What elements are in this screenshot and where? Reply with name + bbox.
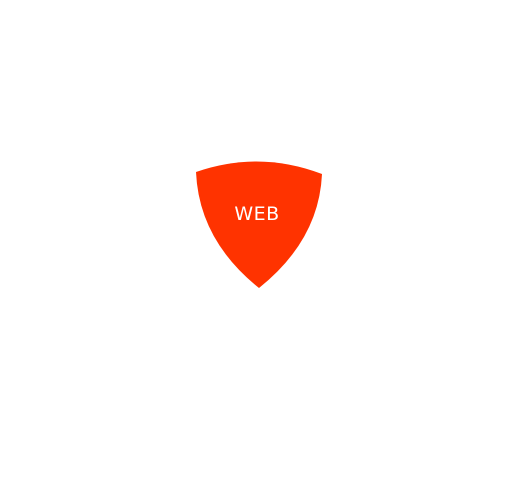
shield-shape bbox=[196, 161, 322, 288]
shield-icon: WEB bbox=[196, 161, 322, 288]
web-badge[interactable]: WEB bbox=[195, 160, 323, 290]
badge-label: WEB bbox=[234, 203, 279, 225]
